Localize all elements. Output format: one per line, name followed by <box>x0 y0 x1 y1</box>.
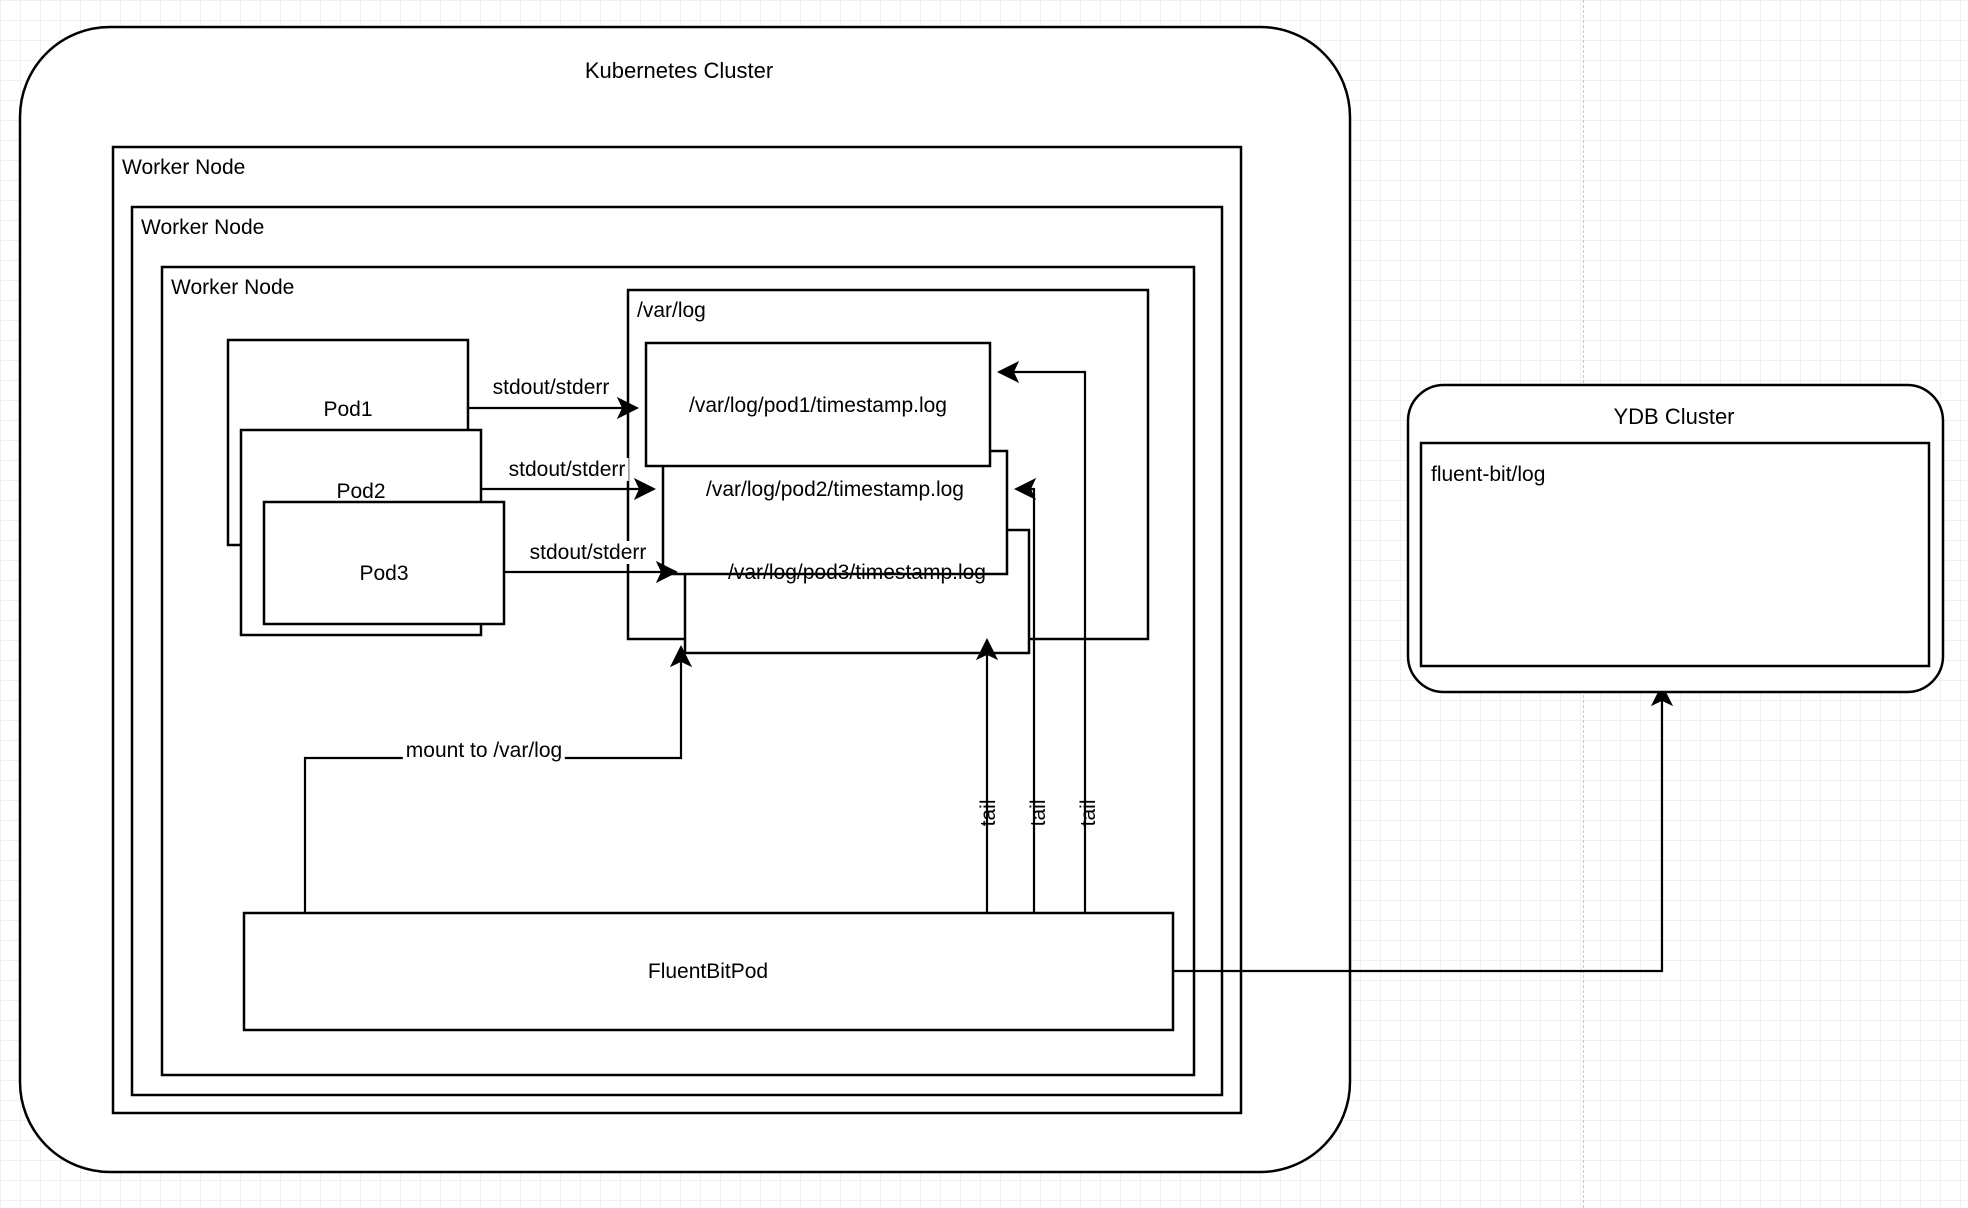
log-file-box-2 <box>661 449 1009 576</box>
worker-node-label-1: Worker Node <box>122 156 246 179</box>
worker-node-label-2: Worker Node <box>141 216 265 239</box>
fluentbit-label: FluentBitPod <box>647 960 769 983</box>
pod-label-1: Pod1 <box>323 398 373 421</box>
varlog-label: /var/log <box>637 299 706 322</box>
edge-label-mount: mount to /var/log <box>402 739 566 762</box>
ydb-table-box <box>1419 441 1931 668</box>
edge-tail-1 <box>996 360 1087 913</box>
pod-box-3 <box>262 500 506 626</box>
log-file-label-3: /var/log/pod3/timestamp.log <box>728 561 986 584</box>
pod-label-2: Pod2 <box>336 480 386 503</box>
edge-label-tail-3: tail <box>1076 799 1100 827</box>
log-file-label-2: /var/log/pod2/timestamp.log <box>706 478 964 501</box>
worker-node-label-3: Worker Node <box>171 276 295 299</box>
pod-label-3: Pod3 <box>359 562 409 585</box>
edge-label-stdout-1: stdout/stderr <box>489 376 613 399</box>
edge-label-tail-1: tail <box>976 799 1000 827</box>
ydb-cluster-label: YDB Cluster <box>1613 404 1735 429</box>
edge-fluentbit-to-ydb <box>1173 683 1674 973</box>
log-file-box-1 <box>644 341 992 468</box>
k8s-cluster-label: Kubernetes Cluster <box>584 58 774 83</box>
ydb-table-label: fluent-bit/log <box>1431 463 1546 486</box>
edge-label-tail-2: tail <box>1026 799 1050 827</box>
log-file-label-1: /var/log/pod1/timestamp.log <box>689 394 947 417</box>
edge-label-stdout-2: stdout/stderr <box>505 458 629 481</box>
edge-tail-2 <box>1013 477 1037 913</box>
edge-label-stdout-3: stdout/stderr <box>526 541 650 564</box>
